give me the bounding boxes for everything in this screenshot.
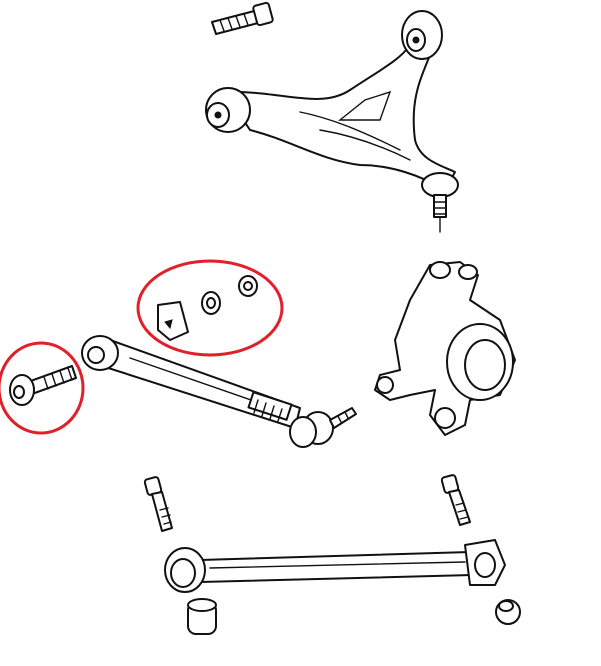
bushing-washers [157, 275, 258, 341]
lower-bolt-left [143, 476, 173, 532]
adjusting-bolt [9, 365, 77, 406]
steering-knuckle [374, 261, 516, 436]
highlight-circle-bolt [0, 341, 85, 435]
upper-control-arm [205, 10, 459, 233]
lateral-link [81, 335, 357, 448]
upper-bolt [211, 1, 274, 35]
lower-bolt-right [440, 474, 471, 526]
lower-control-arm [164, 539, 506, 593]
lower-bushing-left [187, 598, 217, 635]
lower-bushing-right [495, 599, 521, 625]
highlight-circle-washers [136, 259, 284, 357]
